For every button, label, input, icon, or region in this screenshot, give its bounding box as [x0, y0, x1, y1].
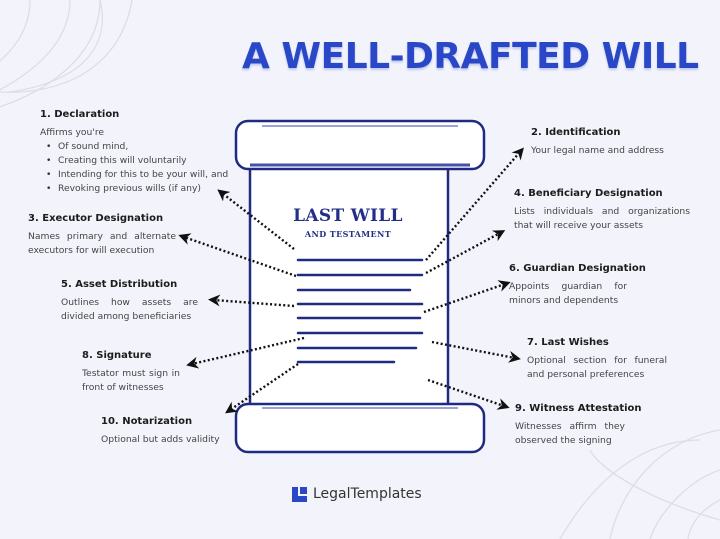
last-wishes-block: 7. Last Wishes Optional section for fune… [527, 337, 667, 382]
beneficiary-description: Lists individuals and organizations that… [514, 206, 690, 231]
guardian-heading: 6. Guardian Designation [509, 263, 646, 274]
declaration-heading: 1. Declaration [40, 109, 120, 120]
signature-heading: 8. Signature [82, 350, 152, 361]
document-subtitle: AND TESTAMENT [304, 229, 392, 239]
identification-heading: 2. Identification [531, 127, 621, 138]
declaration-bullet-list: Of sound mind, Creating this will volunt… [40, 140, 240, 196]
beneficiary-block: 4. Beneficiary Designation Lists individ… [514, 188, 690, 233]
witness-heading: 9. Witness Attestation [515, 403, 642, 414]
identification-description: Your legal name and address [531, 145, 664, 156]
beneficiary-heading: 4. Beneficiary Designation [514, 188, 663, 199]
last-wishes-heading: 7. Last Wishes [527, 337, 609, 348]
declaration-intro: Affirms you're [40, 127, 105, 138]
legaltemplates-logo-icon [292, 486, 307, 502]
last-wishes-description: Optional section for funeral and persona… [527, 355, 667, 380]
identification-block: 2. Identification Your legal name and ad… [531, 127, 691, 158]
executor-block: 3. Executor Designation Names primary an… [28, 213, 176, 258]
notarization-block: 10. Notarization Optional but adds valid… [101, 416, 231, 447]
signature-description: Testator must sign in front of witnesses [82, 368, 180, 393]
witness-block: 9. Witness Attestation Witnesses affirm … [515, 403, 642, 448]
declaration-bullet: Intending for this to be your will, and [46, 168, 240, 182]
notarization-heading: 10. Notarization [101, 416, 193, 427]
executor-heading: 3. Executor Designation [28, 213, 164, 224]
asset-distribution-heading: 5. Asset Distribution [61, 279, 178, 290]
declaration-bullet: Creating this will voluntarily [46, 154, 240, 168]
signature-block: 8. Signature Testator must sign in front… [82, 350, 180, 395]
asset-distribution-description: Outlines how assets are divided among be… [61, 297, 198, 322]
guardian-description: Appoints guardian for minors and depende… [509, 281, 627, 306]
declaration-bullet: Of sound mind, [46, 140, 240, 154]
arrow-declaration [217, 189, 295, 250]
asset-distribution-block: 5. Asset Distribution Outlines how asset… [61, 279, 198, 324]
executor-description: Names primary and alternate executors fo… [28, 231, 176, 256]
declaration-block: 1. Declaration Affirms you're Of sound m… [40, 109, 240, 196]
brand-logo: LegalTemplates [292, 486, 422, 502]
document-title: LAST WILL [293, 206, 403, 226]
notarization-description: Optional but adds validity [101, 434, 220, 445]
declaration-bullet: Revoking previous wills (if any) [46, 182, 240, 196]
brand-name: LegalTemplates [313, 486, 422, 502]
page-title: A WELL-DRAFTED WILL [242, 36, 699, 77]
guardian-block: 6. Guardian Designation Appoints guardia… [509, 263, 646, 308]
witness-description: Witnesses affirm they observed the signi… [515, 421, 625, 446]
